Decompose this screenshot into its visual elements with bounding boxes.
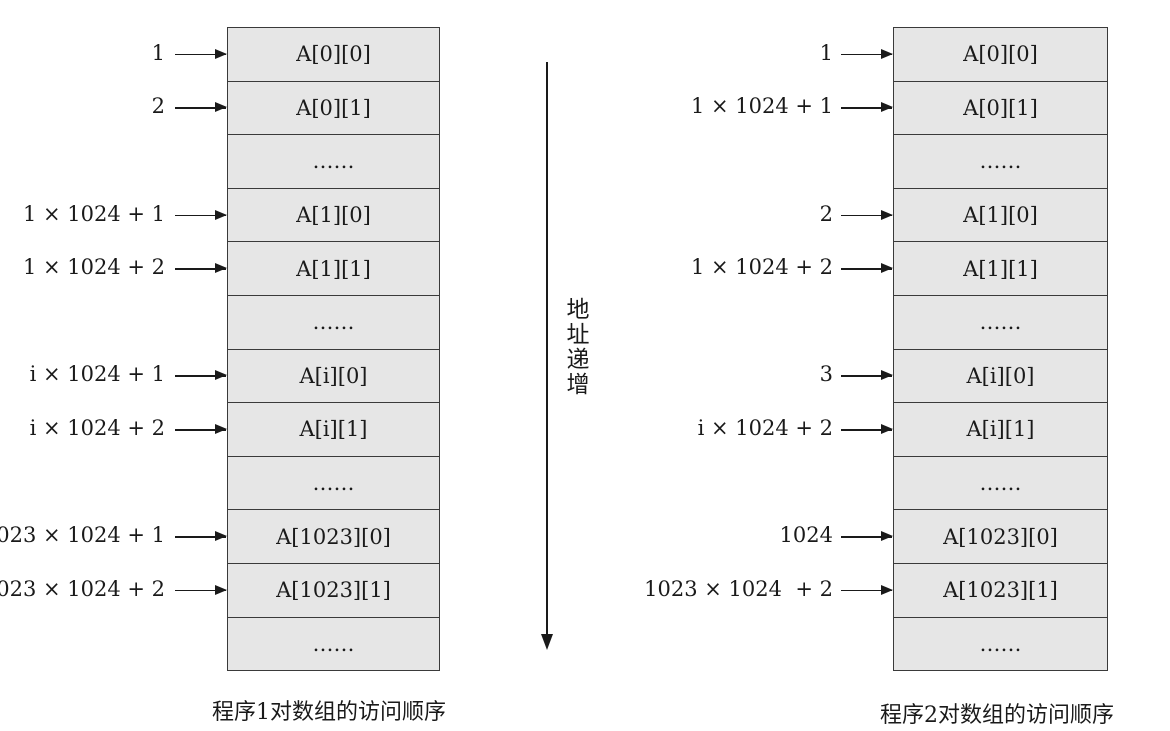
memory-cell: A[0][1] <box>893 80 1108 136</box>
pointer-arrow <box>175 50 227 58</box>
memory-cell: A[1][1] <box>893 241 1108 296</box>
memory-cell: …… <box>227 455 440 511</box>
access-order-label: 1 × 1024 + 1 <box>22 201 165 226</box>
access-order-label: 1 <box>819 40 833 65</box>
memory-cell: A[1023][0] <box>893 509 1108 564</box>
memory-cell: A[0][0] <box>893 27 1108 82</box>
address-axis-line <box>546 62 548 640</box>
access-order-label: 2 <box>151 94 165 119</box>
access-order-label: 2 <box>819 201 833 226</box>
pointer-arrow <box>841 103 893 112</box>
memory-cell: …… <box>893 295 1108 350</box>
access-order-label: 3 <box>819 362 833 387</box>
access-order-label: 1 × 1024 + 2 <box>22 255 165 280</box>
memory-cell: A[1][0] <box>893 187 1108 243</box>
memory-cell: …… <box>893 134 1108 189</box>
access-order-label: 1023 × 1024 + 1 <box>0 523 165 548</box>
memory-cell: …… <box>893 455 1108 511</box>
pointer-arrow <box>175 210 227 219</box>
memory-cell: …… <box>227 616 440 672</box>
pointer-arrow <box>175 532 227 540</box>
access-order-label: 1 <box>151 40 165 65</box>
pointer-arrow <box>175 425 227 433</box>
memory-cell: A[i][0] <box>227 348 440 404</box>
memory-cell: A[1023][1] <box>227 563 440 618</box>
memory-cell: A[i][0] <box>893 348 1108 404</box>
pointer-arrow <box>175 371 227 380</box>
access-order-label: 1 × 1024 + 1 <box>690 94 833 119</box>
pointer-arrow <box>841 210 893 219</box>
pointer-arrow <box>841 425 893 433</box>
diagram-caption: 程序1对数组的访问顺序 <box>212 700 446 725</box>
access-order-label: 1023 × 1024 + 2 <box>644 576 833 601</box>
pointer-arrow <box>841 264 893 272</box>
pointer-arrow <box>175 586 227 594</box>
diagram-caption: 程序2对数组的访问顺序 <box>880 703 1114 728</box>
memory-cell: …… <box>227 295 440 350</box>
memory-cell: A[1][1] <box>227 241 440 296</box>
memory-cell: A[1023][0] <box>227 509 440 564</box>
access-order-label: i × 1024 + 2 <box>697 415 833 440</box>
memory-cell: A[0][0] <box>227 27 440 82</box>
access-order-label: 1 × 1024 + 2 <box>690 255 833 280</box>
pointer-arrow <box>841 371 893 380</box>
access-order-label: 1023 × 1024 + 2 <box>0 576 165 601</box>
pointer-arrow <box>175 103 227 112</box>
memory-cell: A[i][1] <box>893 402 1108 457</box>
pointer-arrow <box>841 586 893 594</box>
memory-cell: A[i][1] <box>227 402 440 457</box>
memory-cell: …… <box>893 616 1108 672</box>
memory-cell: …… <box>227 134 440 189</box>
address-axis-arrowhead <box>541 634 553 650</box>
access-order-label: i × 1024 + 1 <box>29 362 165 387</box>
pointer-arrow <box>841 50 893 58</box>
memory-cell: A[1023][1] <box>893 563 1108 618</box>
access-order-label: 1024 <box>779 523 833 548</box>
access-order-label: i × 1024 + 2 <box>29 415 165 440</box>
pointer-arrow <box>175 264 227 272</box>
address-axis-label: 地址递增 <box>566 297 590 398</box>
pointer-arrow <box>841 532 893 540</box>
